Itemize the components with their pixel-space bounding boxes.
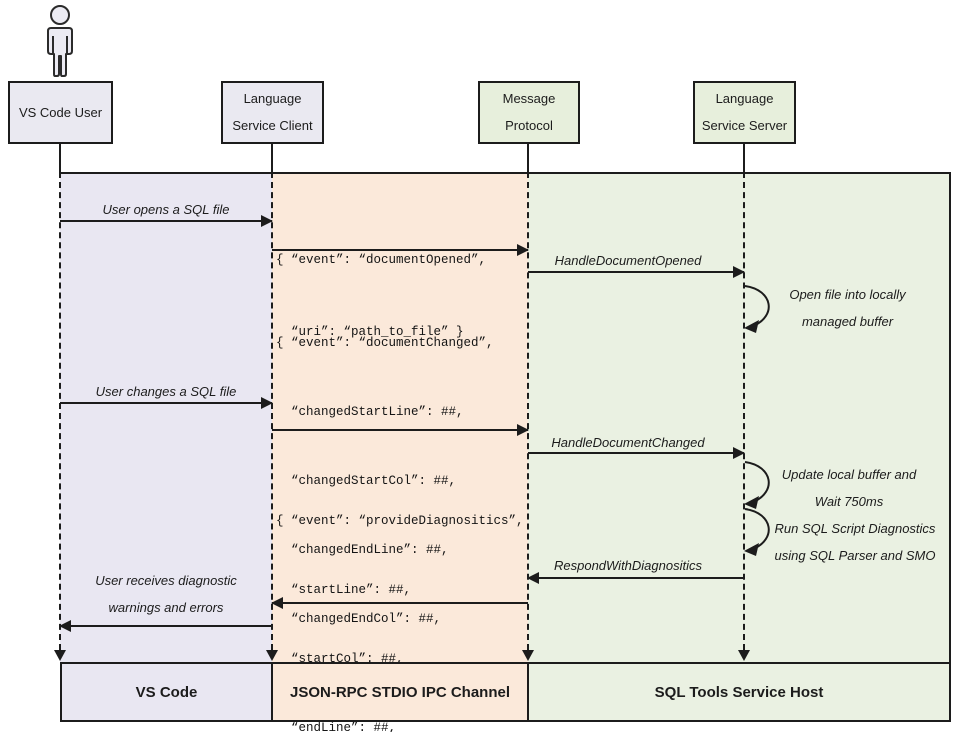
arrow-handle-document-opened — [528, 266, 745, 278]
payload-line: “uri”: “path_to_file” } — [276, 325, 464, 339]
payload-line: “changedStartLine”: ##, — [276, 405, 464, 419]
arrow-diagnostics-to-client — [271, 597, 528, 609]
actor-label: VS Code User — [18, 104, 103, 120]
footer-box-sql-tools-host: SQL Tools Service Host — [527, 662, 951, 722]
down-arrowhead-icon — [266, 650, 278, 661]
label-handle-document-changed: HandleDocumentChanged — [551, 435, 705, 450]
lifeline-server — [743, 172, 745, 650]
self-loop-run-diagnostics-icon — [744, 508, 770, 556]
arrow-user-opens-file — [60, 215, 273, 227]
lifeline-stub-protocol — [527, 144, 529, 172]
actor-label-line1: Language — [715, 91, 774, 106]
arrow-diagnostics-to-user — [59, 620, 272, 632]
label-user-opens-file: User opens a SQL file — [102, 202, 230, 217]
footer-label: VS Code — [135, 683, 198, 701]
lifeline-client — [271, 172, 273, 650]
arrow-document-opened — [272, 244, 529, 256]
payload-line: “changedEndLine”: ##, — [276, 543, 449, 557]
payload-line: { “event”: “documentChanged”, — [276, 336, 494, 350]
actor-label-line1: Language — [243, 91, 302, 106]
actor-label-line1: Message — [502, 91, 556, 106]
payload-line: { “event”: “provideDiagnositics”, — [276, 514, 524, 528]
label-user-receives-line2: warnings and errors — [108, 600, 224, 615]
label-user-changes-file: User changes a SQL file — [95, 384, 237, 399]
arrow-respond-with-diagnostics — [527, 572, 744, 584]
actor-box-vscode-user: VS Code User — [8, 81, 113, 144]
footer-box-jsonrpc-channel: JSON-RPC STDIO IPC Channel — [271, 662, 529, 722]
label-respond-with-diagnostics: RespondWithDiagnositics — [553, 558, 702, 573]
diagram-stage — [60, 172, 951, 722]
label-update-buffer-line1: Update local buffer and — [781, 467, 917, 482]
lifeline-protocol — [527, 172, 529, 650]
payload-line: “changedEndCol”: ##, — [276, 612, 442, 626]
label-run-diagnostics-line2: using SQL Parser and SMO — [774, 548, 936, 563]
user-actor-icon — [47, 5, 73, 77]
lifeline-stub-client — [271, 144, 273, 172]
arrow-handle-document-changed — [528, 447, 745, 459]
actor-box-language-service-client: Language Service Client — [221, 81, 324, 144]
label-run-diagnostics-line1: Run SQL Script Diagnostics — [774, 521, 936, 536]
actor-label-line2: Protocol — [505, 118, 553, 133]
lane-channel — [272, 174, 528, 722]
arrow-user-changes-file — [60, 397, 273, 409]
label-user-receives-line1: User receives diagnostic — [95, 573, 237, 588]
actor-label-line2: Service Client — [232, 118, 313, 133]
actor-box-message-protocol: Message Protocol — [478, 81, 580, 144]
label-open-file-line1: Open file into locally — [789, 287, 906, 302]
actor-label-line2: Service Server — [701, 118, 788, 133]
label-open-file-line2: managed buffer — [801, 314, 894, 329]
down-arrowhead-icon — [522, 650, 534, 661]
label-handle-document-opened: HandleDocumentOpened — [554, 253, 702, 268]
self-loop-open-file-icon — [744, 285, 770, 333]
lifeline-user — [59, 172, 61, 650]
lifeline-stub-user — [59, 144, 61, 172]
lifeline-stub-server — [743, 144, 745, 172]
down-arrowhead-icon — [54, 650, 66, 661]
payload-line: “startLine”: ##, — [276, 583, 412, 597]
footer-label: SQL Tools Service Host — [654, 683, 824, 701]
payload-document-opened: { “event”: “documentOpened”, “uri”: “pat… — [276, 200, 486, 392]
down-arrowhead-icon — [738, 650, 750, 661]
payload-line: “changedStartCol”: ##, — [276, 474, 457, 488]
lane-vscode — [60, 174, 272, 722]
arrow-document-changed — [272, 424, 529, 436]
label-update-buffer-line2: Wait 750ms — [814, 494, 884, 509]
footer-label: JSON-RPC STDIO IPC Channel — [289, 683, 511, 701]
actor-box-language-service-server: Language Service Server — [693, 81, 796, 144]
footer-box-vscode: VS Code — [60, 662, 273, 722]
payload-line: “endLine”: ##, — [276, 721, 397, 732]
payload-line: { “event”: “documentOpened”, — [276, 253, 487, 267]
self-loop-update-buffer-icon — [744, 461, 770, 509]
